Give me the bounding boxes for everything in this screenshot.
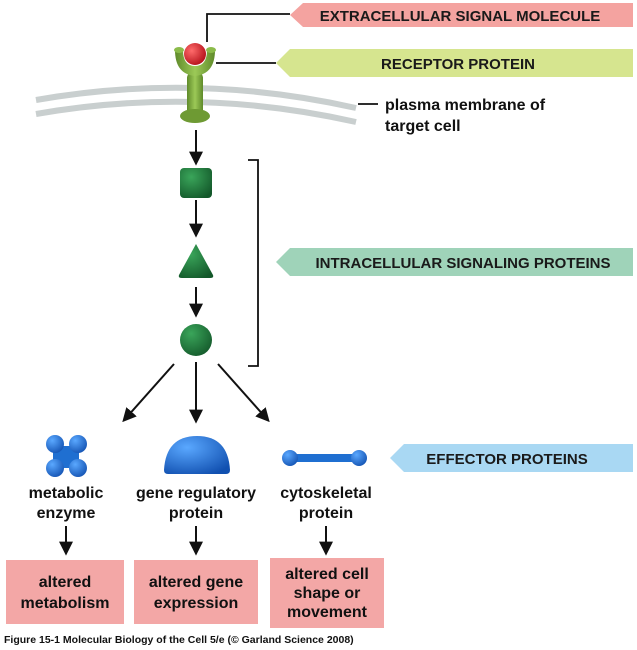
outcome-line2: metabolism — [21, 595, 110, 612]
outcome-box — [134, 560, 258, 624]
banner-label: EFFECTOR PROTEINS — [426, 451, 587, 468]
banner-receptor-protein: RECEPTOR PROTEIN — [276, 49, 633, 77]
banner-label: INTRACELLULAR SIGNALING PROTEINS — [316, 255, 611, 272]
relay-protein-square-icon — [180, 168, 212, 198]
relay-protein-triangle-icon — [178, 244, 214, 278]
outcome-line2: shape or — [294, 585, 361, 602]
outcome-altered-metabolism: altered metabolism — [6, 560, 124, 624]
arrow-to-metabolic-enzyme — [122, 363, 175, 423]
gene-regulatory-label-line1: gene regulatory — [136, 485, 256, 502]
metabolic-enzyme-label-line1: metabolic — [29, 485, 104, 502]
intracellular-bracket — [248, 159, 259, 367]
membrane-label-line2: target cell — [385, 118, 461, 135]
banner-label: RECEPTOR PROTEIN — [381, 56, 535, 73]
outcome-altered-gene-expression: altered gene expression — [134, 560, 258, 624]
metabolic-enzyme-icon — [46, 435, 87, 477]
outcome-altered-cell-shape: altered cell shape or movement — [270, 558, 384, 628]
arrow-to-cytoskeletal — [217, 363, 270, 423]
figure-caption: Figure 15-1 Molecular Biology of the Cel… — [4, 634, 354, 646]
outcome-line3: movement — [287, 604, 368, 621]
banner-shape — [276, 248, 633, 276]
outcome-line1: altered — [39, 574, 91, 591]
banner-shape — [290, 3, 633, 27]
banner-effector-proteins: EFFECTOR PROTEINS — [390, 444, 633, 472]
signal-molecule-icon — [184, 43, 206, 65]
banner-intracellular-signaling: INTRACELLULAR SIGNALING PROTEINS — [276, 248, 633, 276]
cytoskeletal-label-line1: cytoskeletal — [280, 485, 372, 502]
outcome-box — [6, 560, 124, 624]
outcome-line1: altered cell — [285, 566, 369, 583]
cytoskeletal-label-line2: protein — [299, 505, 353, 522]
signal-leader-line — [206, 13, 290, 42]
gene-regulatory-protein-icon — [164, 436, 230, 474]
gene-regulatory-label-line2: protein — [169, 505, 223, 522]
banner-label: EXTRACELLULAR SIGNAL MOLECULE — [320, 8, 601, 25]
banner-extracellular-signal: EXTRACELLULAR SIGNAL MOLECULE — [290, 3, 633, 27]
metabolic-enzyme-label-line2: enzyme — [37, 505, 96, 522]
outcome-box — [270, 558, 384, 628]
membrane-label-line1: plasma membrane of — [385, 97, 546, 114]
relay-protein-circle-icon — [180, 324, 212, 356]
outcome-line2: expression — [154, 595, 238, 612]
cytoskeletal-protein-icon — [282, 450, 367, 466]
receptor-protein-icon — [174, 47, 216, 123]
outcome-line1: altered gene — [149, 574, 243, 591]
banner-shape — [276, 49, 633, 77]
banner-shape — [390, 444, 633, 472]
